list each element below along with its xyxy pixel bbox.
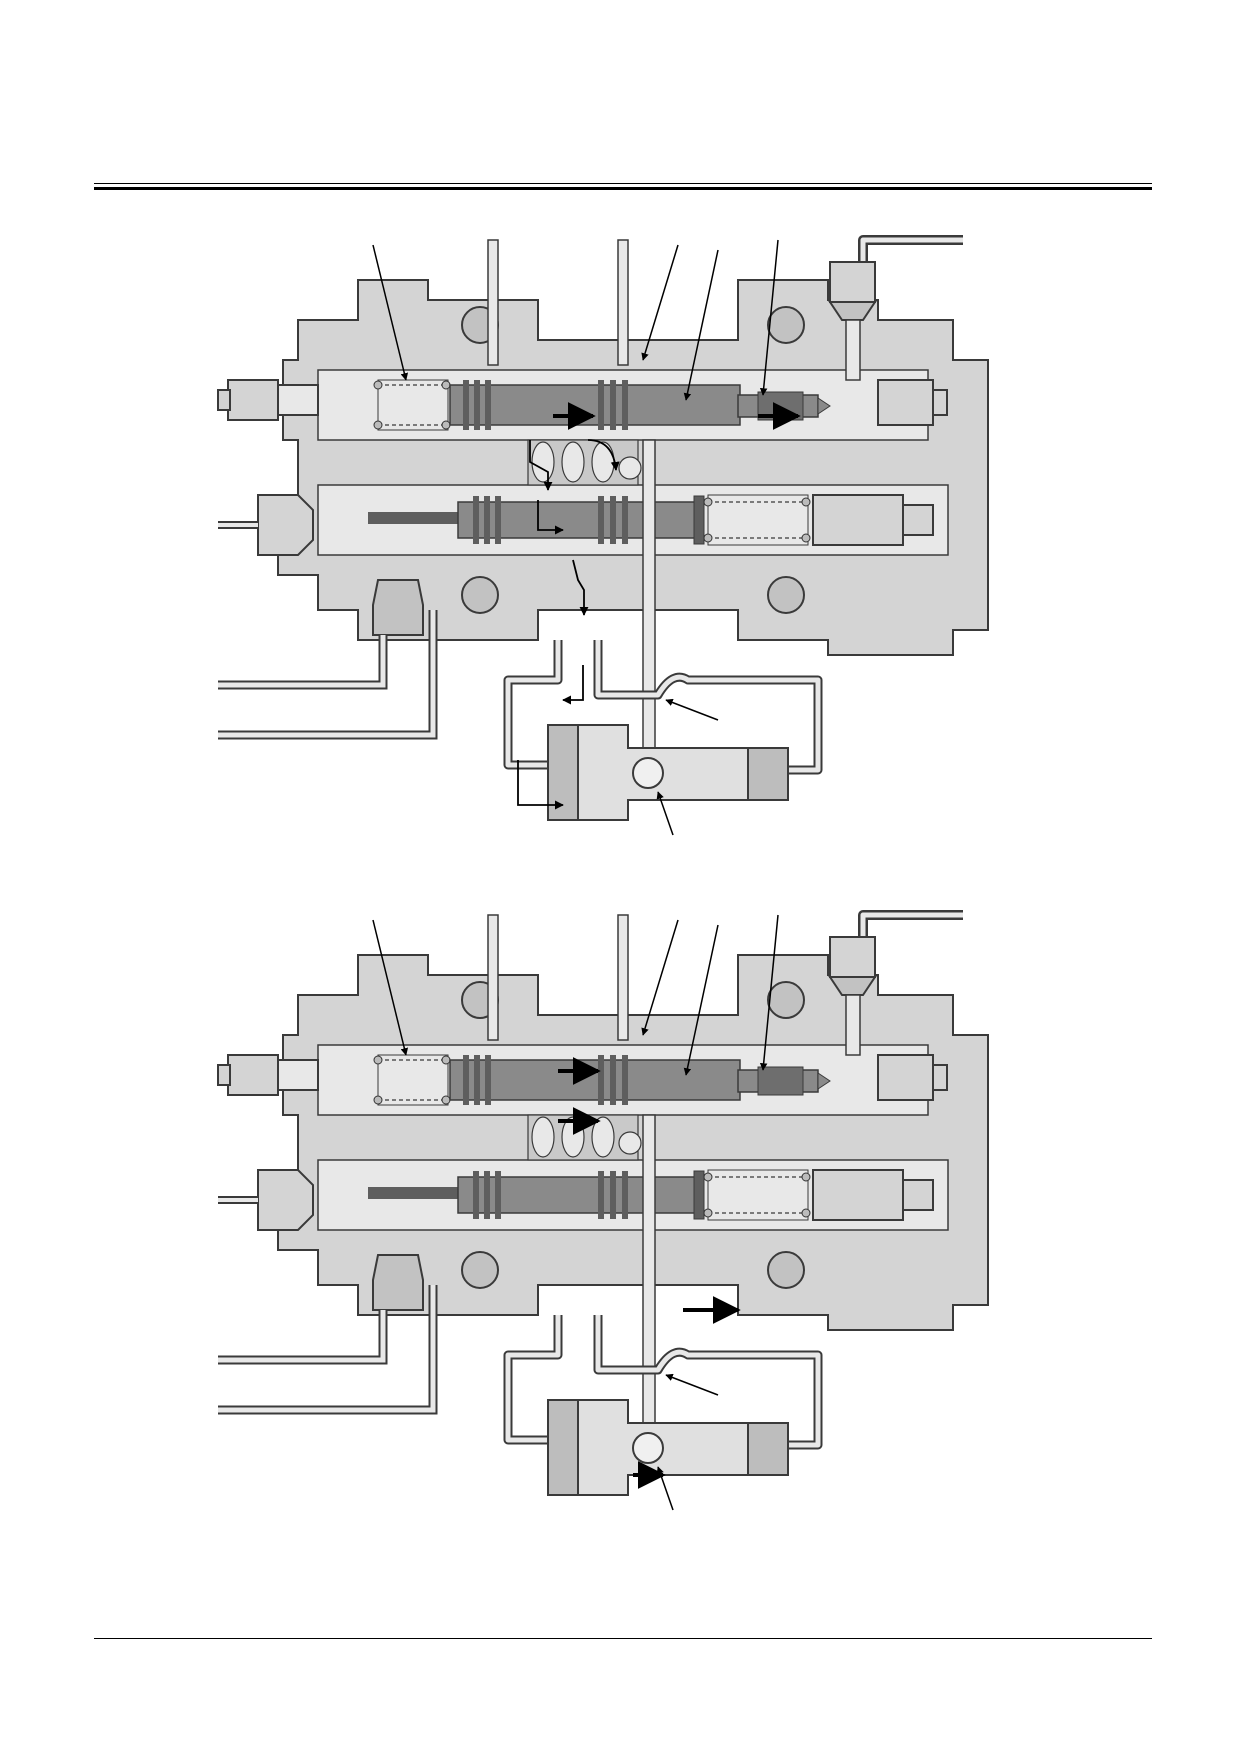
figure-upper-section (218, 240, 988, 835)
figure-lower-section (218, 915, 988, 1510)
header-rule-thin (94, 183, 1152, 184)
footer-rule (94, 1638, 1152, 1639)
header-rule-thick (94, 187, 1152, 190)
